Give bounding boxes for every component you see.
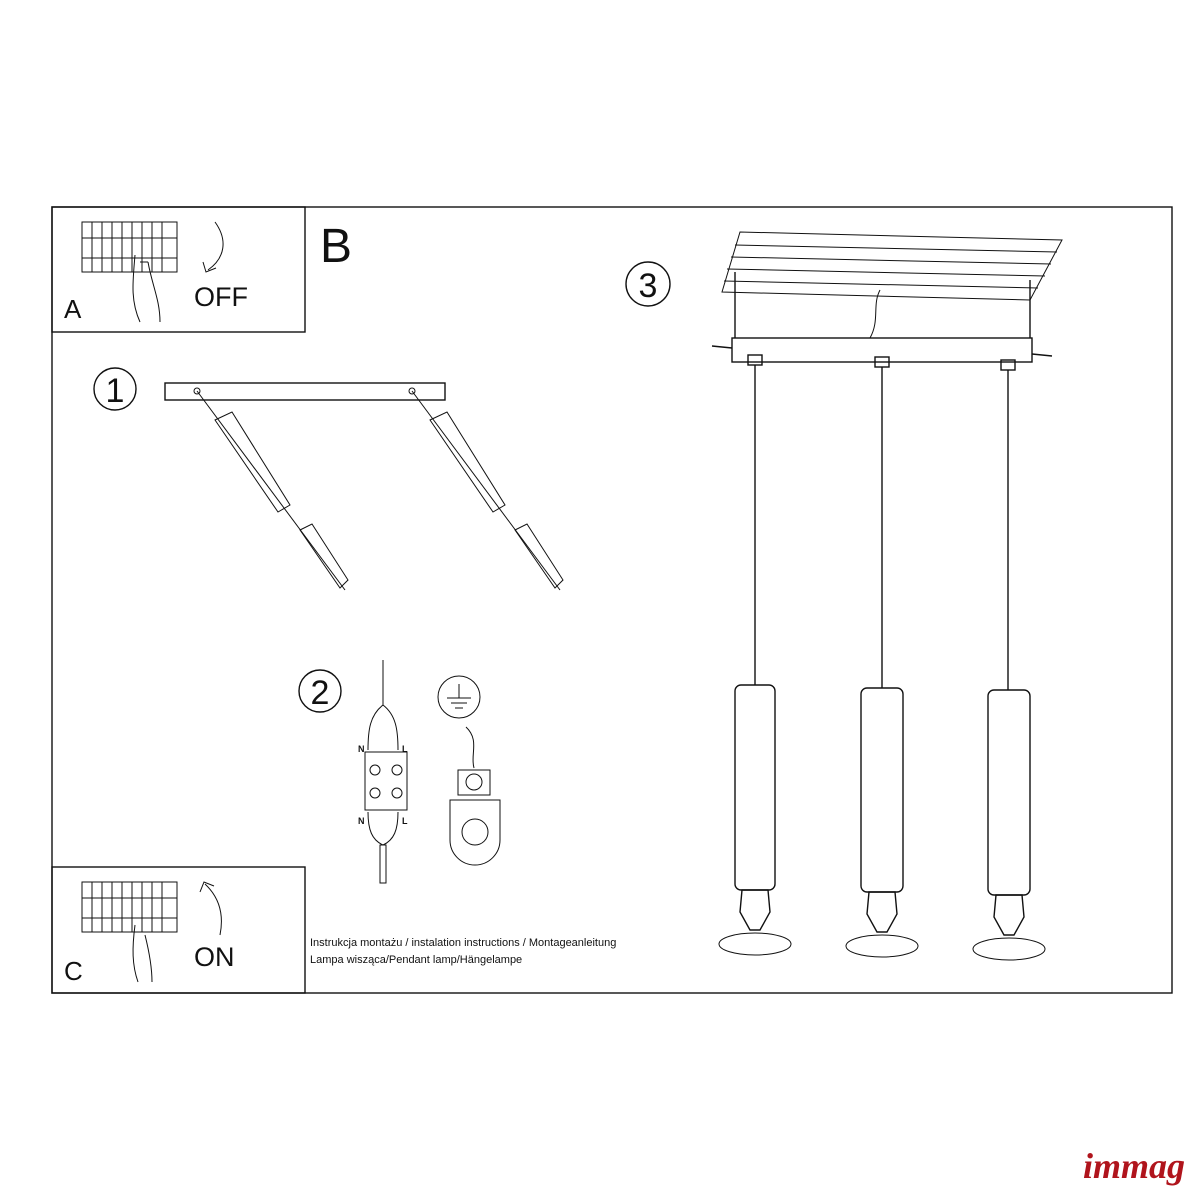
outer-frame — [51, 206, 1173, 994]
pendant-1 — [718, 354, 792, 956]
step-1-number: 1 — [106, 372, 125, 410]
terminal-block — [364, 660, 408, 884]
panel-c-label: C — [64, 956, 83, 986]
hand-icon — [132, 924, 153, 983]
screw-and-anchor-right — [408, 387, 564, 591]
live-label: L — [402, 744, 408, 754]
step-3-number: 3 — [639, 267, 658, 305]
panel-a-label: A — [64, 294, 82, 324]
panel-a-frame — [51, 206, 306, 333]
panel-b-label: B — [320, 220, 352, 273]
pendant-3 — [972, 359, 1046, 961]
breaker-icon — [81, 221, 178, 273]
step-2-number: 2 — [311, 674, 330, 712]
caption-title: Instrukcja montażu / instalation instruc… — [310, 937, 616, 949]
step-1-circle — [93, 367, 137, 411]
breaker-icon — [81, 881, 178, 933]
ground-terminal — [449, 726, 501, 866]
hand-icon — [132, 254, 161, 323]
neutral-label: N — [358, 744, 365, 754]
mounting-bar — [164, 382, 446, 401]
panel-c-frame — [51, 866, 306, 994]
caption-subtitle: Lampa wisząca/Pendant lamp/Hängelampe — [310, 954, 522, 966]
arrow-down-icon — [202, 221, 224, 273]
step-2-circle — [298, 669, 342, 713]
brand-logo: immag — [1083, 1146, 1185, 1186]
ground-symbol-icon — [437, 675, 481, 719]
neutral-label: N — [358, 816, 365, 826]
on-label: ON — [194, 942, 235, 972]
pendant-2 — [845, 356, 919, 958]
off-label: OFF — [194, 282, 248, 312]
step-3-circle — [625, 261, 671, 307]
canopy-bar — [711, 272, 1053, 363]
ceiling — [721, 231, 1063, 301]
arrow-up-icon — [199, 881, 222, 936]
live-label: L — [402, 816, 408, 826]
screw-and-anchor-left — [193, 387, 349, 591]
